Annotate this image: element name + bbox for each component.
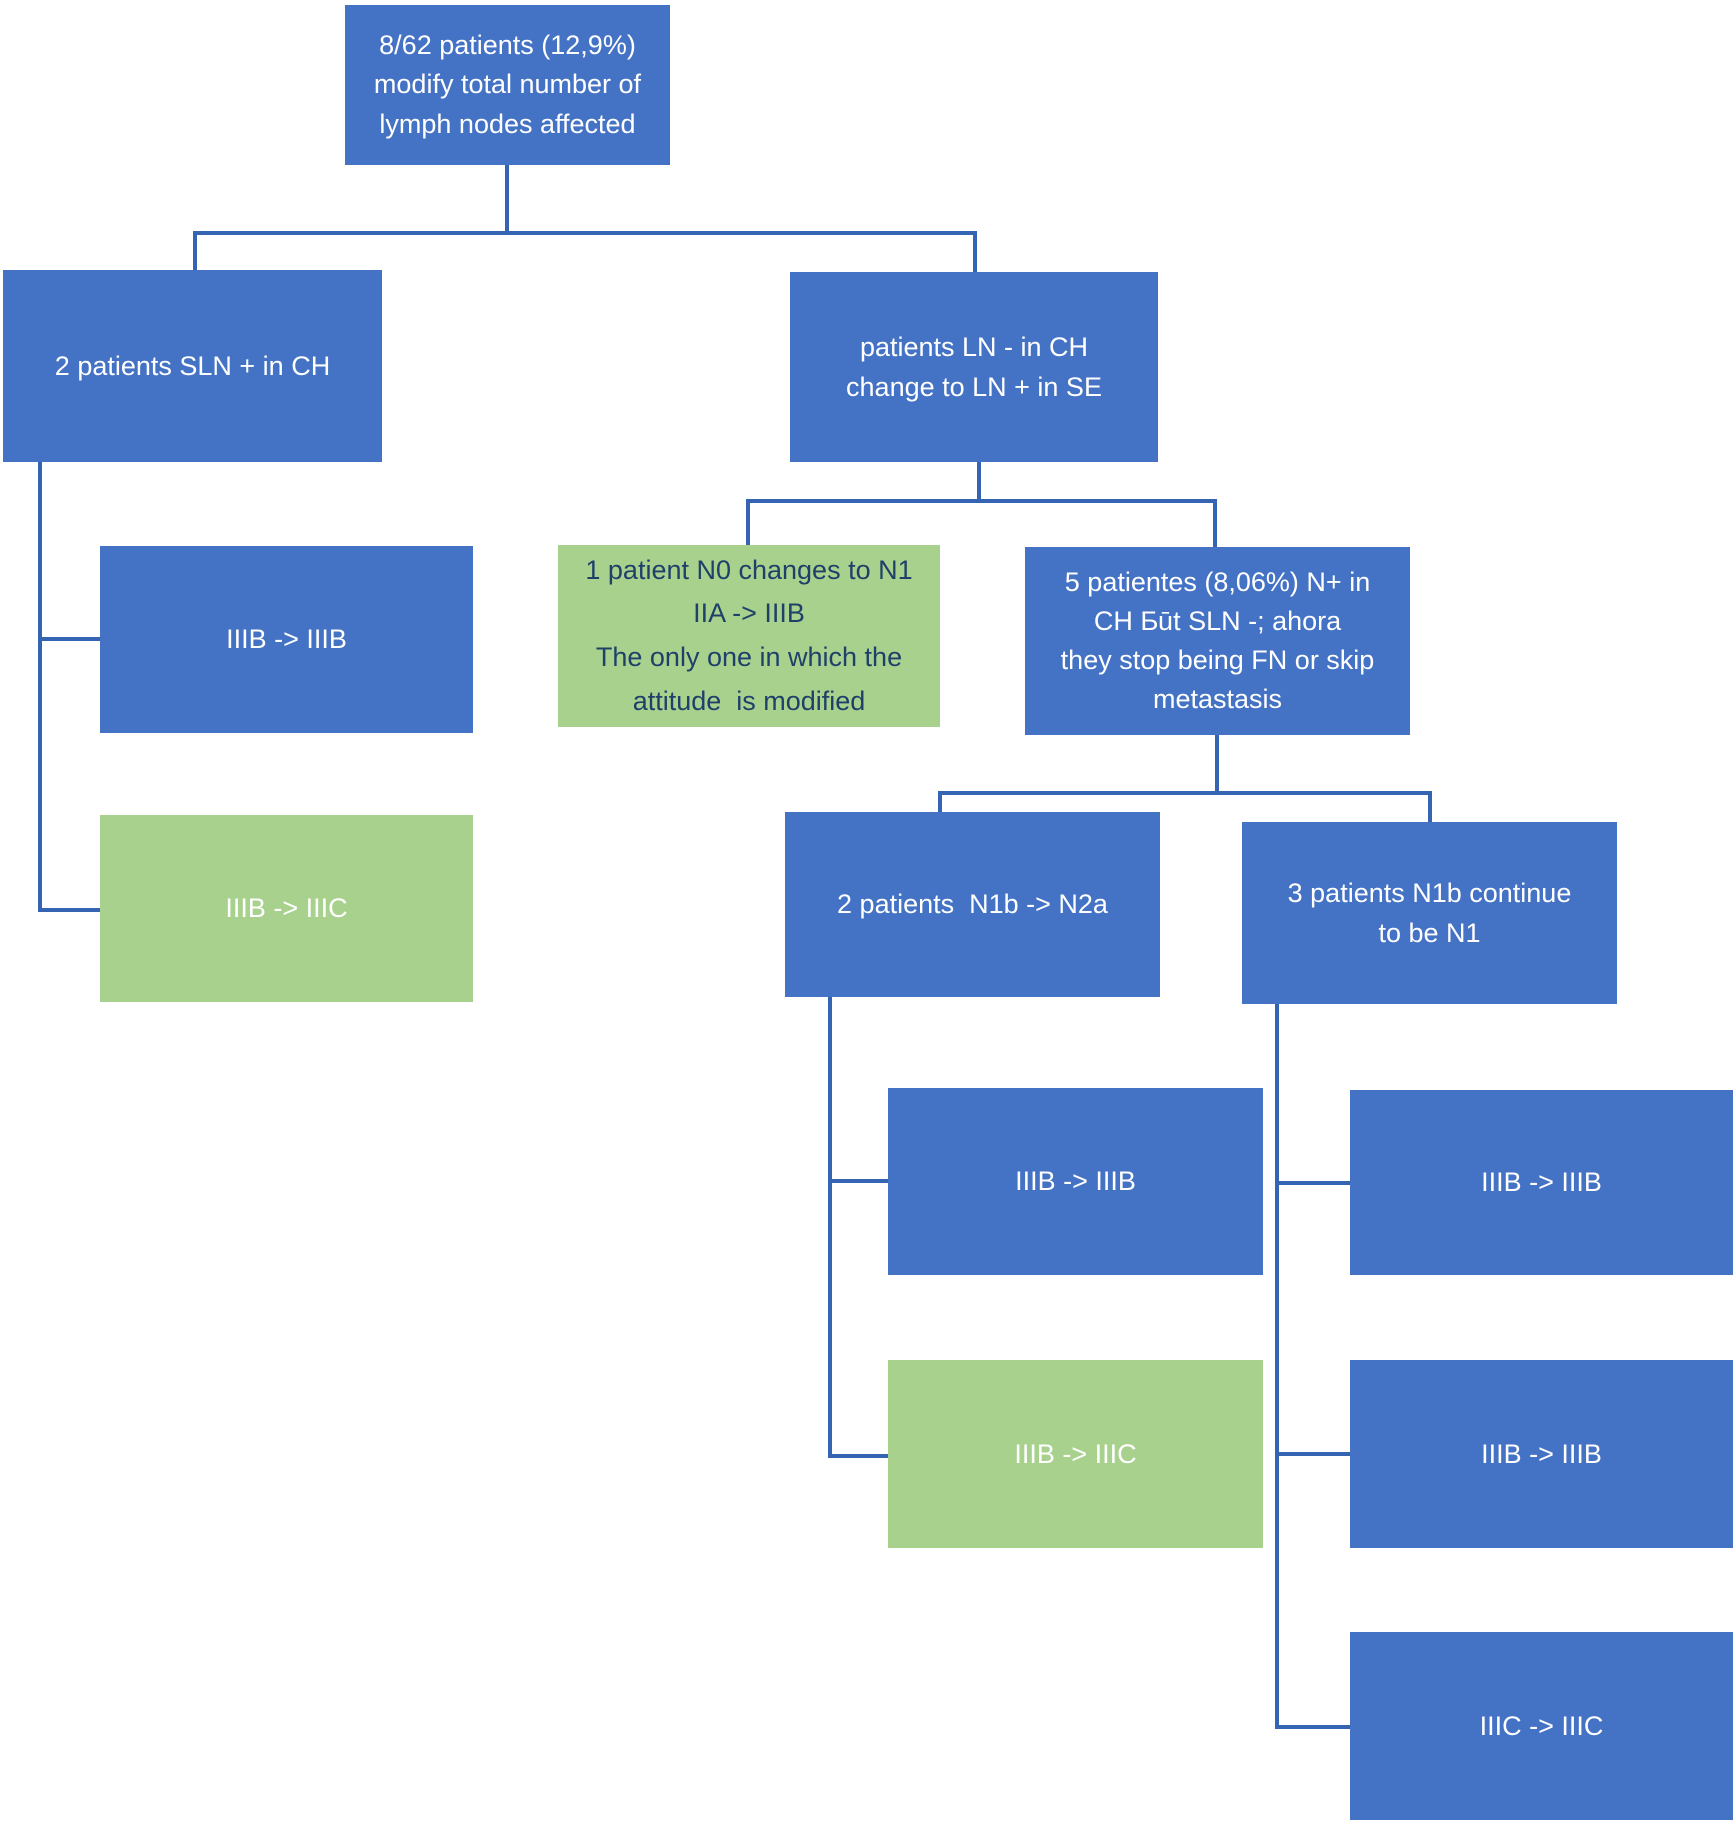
- connector-line: [828, 997, 832, 1458]
- connector-line: [973, 231, 977, 272]
- node-sln-positive-ch: 2 patients SLN + in CH: [3, 270, 382, 462]
- connector-line: [828, 1179, 888, 1183]
- node-n1b-to-n2a-label: 2 patients N1b -> N2a: [837, 889, 1108, 920]
- node-n2a-child-1-label: IIIB -> IIIB: [1015, 1166, 1136, 1197]
- node-n1-child-2: IIIB -> IIIB: [1350, 1360, 1733, 1548]
- connector-line: [38, 637, 100, 641]
- node-ln-change-se: patients LN - in CH change to LN + in SE: [790, 272, 1158, 462]
- node-sln-child-2-label: IIIB -> IIIC: [225, 893, 348, 924]
- node-n2a-child-1: IIIB -> IIIB: [888, 1088, 1263, 1275]
- connector-line: [1215, 735, 1219, 795]
- connector-line: [38, 462, 42, 912]
- connector-line: [1275, 1452, 1350, 1456]
- node-n2a-child-2: IIIB -> IIIC: [888, 1360, 1263, 1548]
- node-five-patientes: 5 patientes (8,06%) N+ in CH Ƃūt SLN -; …: [1025, 547, 1410, 735]
- connector-line: [1275, 1725, 1350, 1729]
- node-five-patientes-label: 5 patientes (8,06%) N+ in CH Ƃūt SLN -; …: [1060, 566, 1375, 715]
- node-root: 8/62 patients (12,9%) modify total numbe…: [345, 5, 670, 165]
- node-n0-changes-n1-label: 1 patient N0 changes to N1 IIA -> IIIB T…: [585, 554, 913, 716]
- node-n1-child-1-label: IIIB -> IIIB: [1481, 1167, 1602, 1198]
- node-n1b-to-n2a: 2 patients N1b -> N2a: [785, 812, 1160, 997]
- connector-line: [1275, 1181, 1350, 1185]
- node-n1b-continue-n1-label: 3 patients N1b continue to be N1: [1287, 877, 1572, 949]
- connector-line: [1428, 791, 1432, 822]
- node-n1-child-3: IIIC -> IIIC: [1350, 1632, 1733, 1820]
- node-n1b-continue-n1: 3 patients N1b continue to be N1: [1242, 822, 1617, 1004]
- node-sln-child-1: IIIB -> IIIB: [100, 546, 473, 733]
- connector-line: [828, 1454, 888, 1458]
- node-n1-child-1: IIIB -> IIIB: [1350, 1090, 1733, 1275]
- connector-line: [977, 462, 981, 503]
- node-root-label: 8/62 patients (12,9%) modify total numbe…: [373, 30, 642, 139]
- connector-line: [38, 908, 100, 912]
- node-sln-positive-ch-label: 2 patients SLN + in CH: [54, 350, 331, 381]
- node-sln-child-2: IIIB -> IIIC: [100, 815, 473, 1002]
- connector-line: [1275, 1004, 1279, 1729]
- connector-line: [193, 231, 197, 270]
- connector-line: [1213, 499, 1217, 547]
- node-sln-child-1-label: IIIB -> IIIB: [226, 624, 347, 655]
- node-ln-change-se-label: patients LN - in CH change to LN + in SE: [846, 331, 1102, 403]
- connector-line: [193, 231, 977, 235]
- connector-line: [938, 791, 942, 812]
- connector-line: [938, 791, 1432, 795]
- node-n2a-child-2-label: IIIB -> IIIC: [1014, 1438, 1137, 1469]
- connector-line: [746, 499, 750, 545]
- node-n1-child-3-label: IIIC -> IIIC: [1479, 1710, 1604, 1741]
- node-n0-changes-n1: 1 patient N0 changes to N1 IIA -> IIIB T…: [558, 545, 940, 727]
- connector-line: [746, 499, 1217, 503]
- connector-line: [505, 165, 509, 235]
- node-n1-child-2-label: IIIB -> IIIB: [1481, 1438, 1602, 1469]
